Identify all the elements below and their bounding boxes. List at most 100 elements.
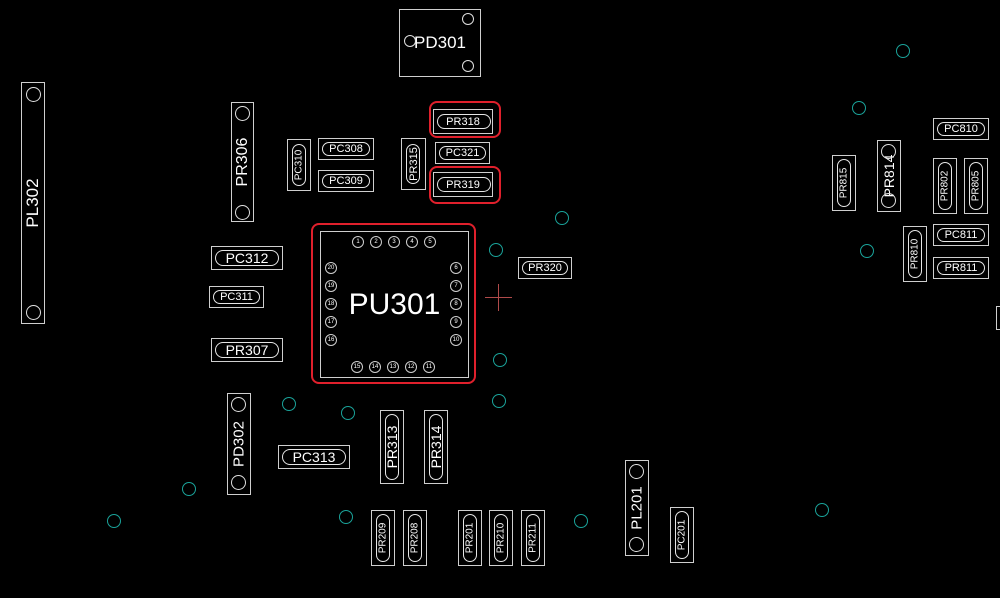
via	[852, 101, 866, 115]
pad-hole	[231, 397, 246, 412]
label-pc321: PC321	[445, 147, 480, 159]
pad-hole	[231, 475, 246, 490]
component-pr320[interactable]: PR320	[518, 257, 572, 279]
pu301-pin[interactable]: 1	[352, 236, 364, 248]
pad-outline	[213, 290, 260, 304]
pu301-pin[interactable]: 19	[325, 280, 337, 292]
component-pr805[interactable]: PR805	[964, 158, 988, 214]
label-pc810: PC810	[944, 123, 978, 135]
pad-outline	[937, 228, 985, 242]
via	[574, 514, 588, 528]
pu301-pin[interactable]: 3	[388, 236, 400, 248]
component-pc321[interactable]: PC321	[435, 142, 490, 164]
pad-hole	[235, 205, 250, 220]
partial-component-edge[interactable]	[996, 306, 1000, 330]
pu301-pin[interactable]: 4	[406, 236, 418, 248]
pad-outline	[215, 250, 279, 266]
pad-outline	[937, 261, 985, 275]
pad-outline	[429, 414, 443, 480]
via	[493, 353, 507, 367]
component-pd301[interactable]: PD301	[399, 9, 481, 77]
component-pc811[interactable]: PC811	[933, 224, 989, 246]
via	[860, 244, 874, 258]
pu301-pin[interactable]: 11	[423, 361, 435, 373]
component-pr802[interactable]: PR802	[933, 158, 957, 214]
label-pr814: PR814	[881, 154, 897, 198]
label-pc308: PC308	[329, 143, 363, 155]
component-pr201[interactable]: PR201	[458, 510, 482, 566]
pu301-pin[interactable]: 17	[325, 316, 337, 328]
pad-outline	[439, 146, 486, 160]
pad-outline	[282, 449, 346, 465]
component-pr208[interactable]: PR208	[403, 510, 427, 566]
via	[815, 503, 829, 517]
pad-outline	[215, 342, 279, 358]
pad-outline	[385, 414, 399, 480]
component-pd302[interactable]: PD302	[227, 393, 251, 495]
component-pr306[interactable]: PR306	[231, 102, 254, 222]
component-pc308[interactable]: PC308	[318, 138, 374, 160]
component-pr209[interactable]: PR209	[371, 510, 395, 566]
pu301-pin[interactable]: 16	[325, 334, 337, 346]
component-pr318[interactable]: PR318	[433, 109, 493, 134]
pad-hole	[462, 13, 474, 25]
pu301-pin[interactable]: 9	[450, 316, 462, 328]
pad-outline	[406, 144, 420, 184]
component-pc311[interactable]: PC311	[209, 286, 264, 308]
component-pr211[interactable]: PR211	[521, 510, 545, 566]
component-pc313[interactable]: PC313	[278, 445, 350, 469]
pu301-pin[interactable]: 15	[351, 361, 363, 373]
pu301-pin[interactable]: 13	[387, 361, 399, 373]
via	[282, 397, 296, 411]
pu301-pin[interactable]: 5	[424, 236, 436, 248]
pu301-pin[interactable]: 18	[325, 298, 337, 310]
via	[182, 482, 196, 496]
label-pd301: PD301	[414, 33, 466, 52]
component-pr314[interactable]: PR314	[424, 410, 448, 484]
pu301-pin[interactable]: 10	[450, 334, 462, 346]
pu301-pin[interactable]: 8	[450, 298, 462, 310]
component-pl302[interactable]: PL302	[21, 82, 45, 324]
label-pr811: PR811	[944, 262, 978, 274]
pad-outline	[322, 142, 370, 156]
component-pr814[interactable]: PR814	[877, 140, 901, 212]
label-pc313: PC313	[292, 449, 336, 465]
pad-outline	[292, 144, 306, 186]
component-pu301[interactable]: PU301	[320, 231, 469, 378]
pu301-pin[interactable]: 14	[369, 361, 381, 373]
highlight-pr318	[429, 101, 501, 138]
component-pr307[interactable]: PR307	[211, 338, 283, 362]
pu301-pin[interactable]: 12	[405, 361, 417, 373]
via	[341, 406, 355, 420]
pu301-pin[interactable]: 20	[325, 262, 337, 274]
component-pc201[interactable]: PC201	[670, 507, 694, 563]
component-pc309[interactable]: PC309	[318, 170, 374, 192]
component-pc312[interactable]: PC312	[211, 246, 283, 270]
pad-hole	[404, 35, 416, 47]
pu301-pin[interactable]: 2	[370, 236, 382, 248]
component-pc310[interactable]: PC310	[287, 139, 311, 191]
component-pr815[interactable]: PR815	[832, 155, 856, 211]
pad-outline	[437, 177, 491, 192]
component-pr315[interactable]: PR315	[401, 138, 426, 190]
via	[492, 394, 506, 408]
pad-hole	[629, 537, 644, 552]
pad-hole	[629, 464, 644, 479]
pad-outline	[837, 159, 851, 207]
component-pr811[interactable]: PR811	[933, 257, 989, 279]
pad-outline	[408, 514, 422, 562]
component-pr810[interactable]: PR810	[903, 226, 927, 282]
component-pr313[interactable]: PR313	[380, 410, 404, 484]
component-pr210[interactable]: PR210	[489, 510, 513, 566]
pad-outline	[376, 514, 390, 562]
component-pc810[interactable]: PC810	[933, 118, 989, 140]
label-pl302: PL302	[23, 178, 42, 228]
component-pl201[interactable]: PL201	[625, 460, 649, 556]
pad-hole	[26, 305, 41, 320]
pu301-pin[interactable]: 6	[450, 262, 462, 274]
pu301-pin[interactable]: 7	[450, 280, 462, 292]
label-pc811: PC811	[944, 229, 978, 241]
label-pc309: PC309	[329, 175, 363, 187]
component-pr319[interactable]: PR319	[433, 172, 493, 197]
